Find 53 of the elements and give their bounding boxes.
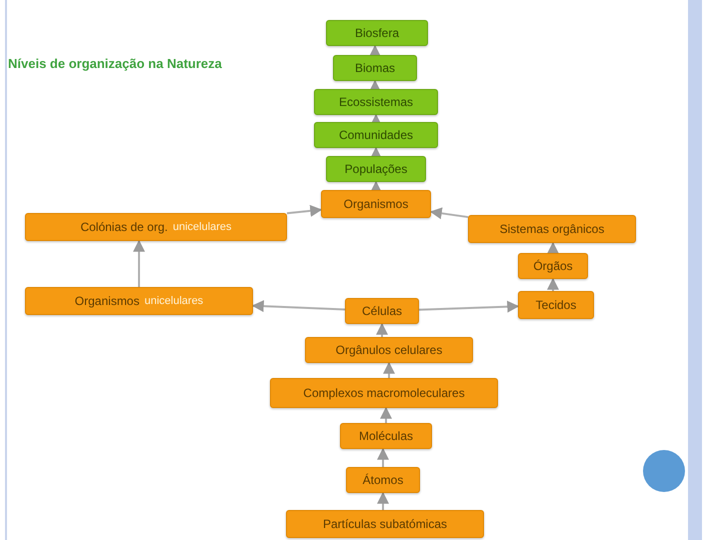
arrow: [252, 300, 346, 312]
level-box: [333, 55, 417, 81]
box-label: Células: [362, 304, 402, 318]
box-label: Órgãos: [533, 259, 573, 273]
arrow: [369, 80, 381, 92]
box-label: Populações: [344, 162, 408, 176]
arrow: [383, 362, 395, 378]
arrow: [133, 240, 145, 287]
arrow: [286, 204, 322, 217]
level-box: [326, 156, 426, 182]
arrow: [547, 242, 559, 254]
box-label: Organismos: [344, 197, 408, 211]
box-label: unicelulares: [144, 295, 204, 307]
arrow: [370, 180, 382, 193]
arrow: [547, 278, 559, 291]
arrow: [369, 44, 381, 57]
level-box: [305, 337, 473, 363]
box-label: Organismos: [74, 294, 140, 308]
box-label: Tecidos: [536, 298, 576, 312]
diagram-title: Níveis de organização na Natureza: [8, 56, 223, 71]
level-box: [518, 253, 588, 279]
box-label: Moléculas: [358, 429, 414, 443]
box-label: Biomas: [354, 61, 395, 75]
arrow: [377, 448, 389, 467]
box-label: Sistemas orgânicos: [500, 222, 604, 236]
box-label: Orgânulos celulares: [336, 343, 442, 357]
box-label: Comunidades: [338, 128, 414, 142]
arrow: [380, 406, 392, 423]
level-box: [314, 89, 438, 115]
level-box: [321, 190, 431, 218]
level-box: [25, 287, 253, 315]
box-label: Átomos: [362, 473, 404, 487]
level-box: [314, 122, 438, 148]
box-label: Colónias de org.: [80, 220, 168, 234]
arrow: [377, 492, 389, 510]
level-box: [518, 291, 594, 319]
arrow: [376, 322, 388, 337]
level-box: [286, 510, 484, 538]
arrow: [418, 300, 520, 313]
arrow: [370, 146, 382, 159]
level-box: [25, 213, 287, 241]
box-label: Complexos macromoleculares: [303, 386, 465, 400]
box-label: Biosfera: [354, 26, 400, 40]
box-label: Ecossistemas: [338, 95, 414, 109]
arrow: [430, 207, 468, 220]
level-box: [468, 215, 636, 243]
level-box: [340, 423, 432, 449]
level-box: [270, 378, 498, 408]
level-box: [345, 298, 419, 324]
level-box: [346, 467, 420, 493]
level-box: [326, 20, 428, 46]
box-label: Partículas subatómicas: [322, 517, 448, 531]
box-label: unicelulares: [172, 221, 232, 233]
